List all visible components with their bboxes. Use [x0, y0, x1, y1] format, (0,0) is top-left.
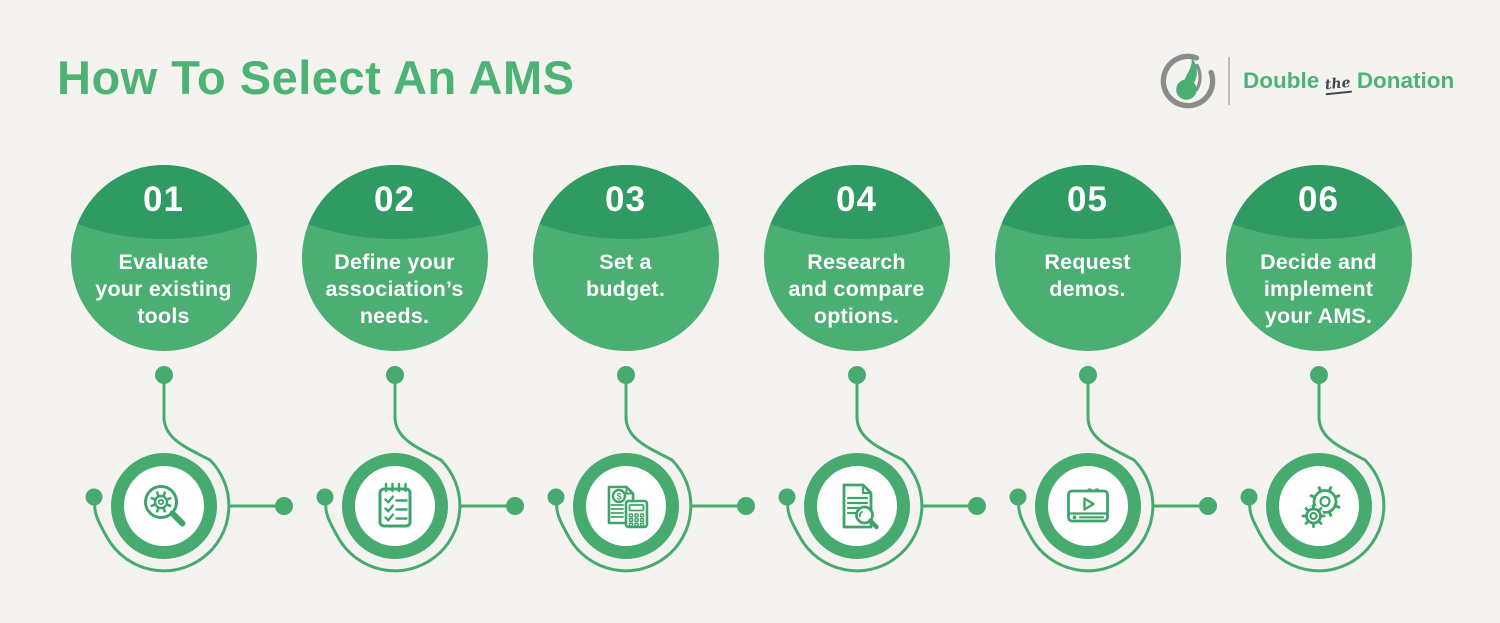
step-6-label: Decide and implement your AMS.	[1260, 250, 1377, 328]
step-5-label: Request demos.	[1044, 250, 1131, 301]
connector-left-dot	[778, 488, 795, 506]
connector-left-dot	[85, 488, 102, 506]
step-4-cap	[763, 165, 950, 239]
step-2: 02 Define your association’s needs.	[279, 165, 524, 581]
brand-word-double: Double	[1243, 68, 1320, 93]
connector-top-dot	[616, 366, 635, 384]
connector-right-dot	[1198, 497, 1217, 515]
step-5-number: 05	[1067, 180, 1108, 219]
brand-logo: Double the Donation	[1158, 50, 1454, 112]
connector-top-dot	[847, 366, 866, 384]
connector-top-dot	[385, 366, 404, 384]
checklist-icon	[378, 482, 411, 528]
step-1: 01 Evaluate your existing tools	[48, 165, 293, 581]
page-title: How To Select An AMS	[57, 51, 575, 104]
connector-right-dot	[967, 497, 986, 515]
step-2-cap	[301, 165, 488, 239]
step-2-bubble: 02 Define your association’s needs.	[301, 165, 488, 351]
step-5: 05 Request demos.	[972, 165, 1217, 581]
step-4-connector	[778, 366, 986, 573]
step-4-number: 04	[836, 180, 877, 219]
step-6-number: 06	[1298, 180, 1339, 219]
icon-badge-ring	[1265, 453, 1372, 559]
step-1-bubble: 01 Evaluate your existing tools	[70, 165, 257, 351]
budget-calculator-icon: $	[607, 485, 648, 529]
brand-wordmark: Double the Donation	[1243, 68, 1455, 96]
step-6-connector	[1240, 366, 1385, 573]
step-5-connector	[1009, 366, 1217, 573]
gears-icon	[1300, 486, 1340, 529]
document-magnifier-icon	[842, 483, 879, 530]
step-4-label: Research and compare options.	[788, 250, 925, 328]
step-2-number: 02	[374, 180, 415, 219]
step-6: 06 Decide and implement your AMS.	[1203, 165, 1434, 581]
step-6-bubble: 06 Decide and implement your AMS.	[1225, 165, 1412, 351]
magnifier-gear-icon	[143, 485, 185, 527]
step-3-number: 03	[605, 180, 646, 219]
icon-badge-ring	[803, 453, 910, 559]
step-4-bubble: 04 Research and compare options.	[763, 165, 950, 351]
connector-left-dot	[1240, 488, 1257, 506]
connector-top-dot	[1078, 366, 1097, 384]
step-2-connector	[316, 366, 524, 573]
step-3-label: Set a budget.	[585, 250, 666, 301]
step-3: 03 Set a budget.	[510, 165, 755, 581]
steps-row: 01 Evaluate your existing tools	[48, 165, 1434, 581]
connector-right-dot	[274, 497, 293, 515]
step-5-cap	[994, 165, 1181, 239]
connector-top-dot	[1309, 366, 1328, 384]
logo-divider	[1228, 57, 1230, 105]
step-6-cap	[1225, 165, 1412, 239]
step-1-label: Evaluate your existing tools	[95, 250, 232, 328]
svg-text:$: $	[616, 491, 621, 501]
connector-left-dot	[1009, 488, 1026, 506]
connector-right-dot	[736, 497, 755, 515]
step-1-connector	[85, 366, 293, 573]
step-3-bubble: 03 Set a budget.	[532, 165, 719, 351]
brand-word-the: the	[1324, 74, 1352, 96]
connector-left-dot	[547, 488, 564, 506]
brand-word-donation: Donation	[1356, 68, 1455, 93]
step-5-bubble: 05 Request demos.	[994, 165, 1181, 351]
step-3-connector: $	[547, 366, 755, 573]
connector-left-dot	[316, 488, 333, 506]
brand-logo-flame-icon	[1160, 53, 1216, 109]
connector-right-dot	[505, 497, 524, 515]
video-demo-icon	[1066, 488, 1109, 523]
step-2-label: Define your association’s needs.	[325, 250, 464, 328]
step-1-number: 01	[143, 180, 184, 219]
step-4: 04 Research and compare options.	[741, 165, 986, 581]
step-3-cap	[532, 165, 719, 239]
icon-badge-ring	[341, 453, 448, 559]
step-1-cap	[70, 165, 257, 239]
connector-top-dot	[154, 366, 173, 384]
